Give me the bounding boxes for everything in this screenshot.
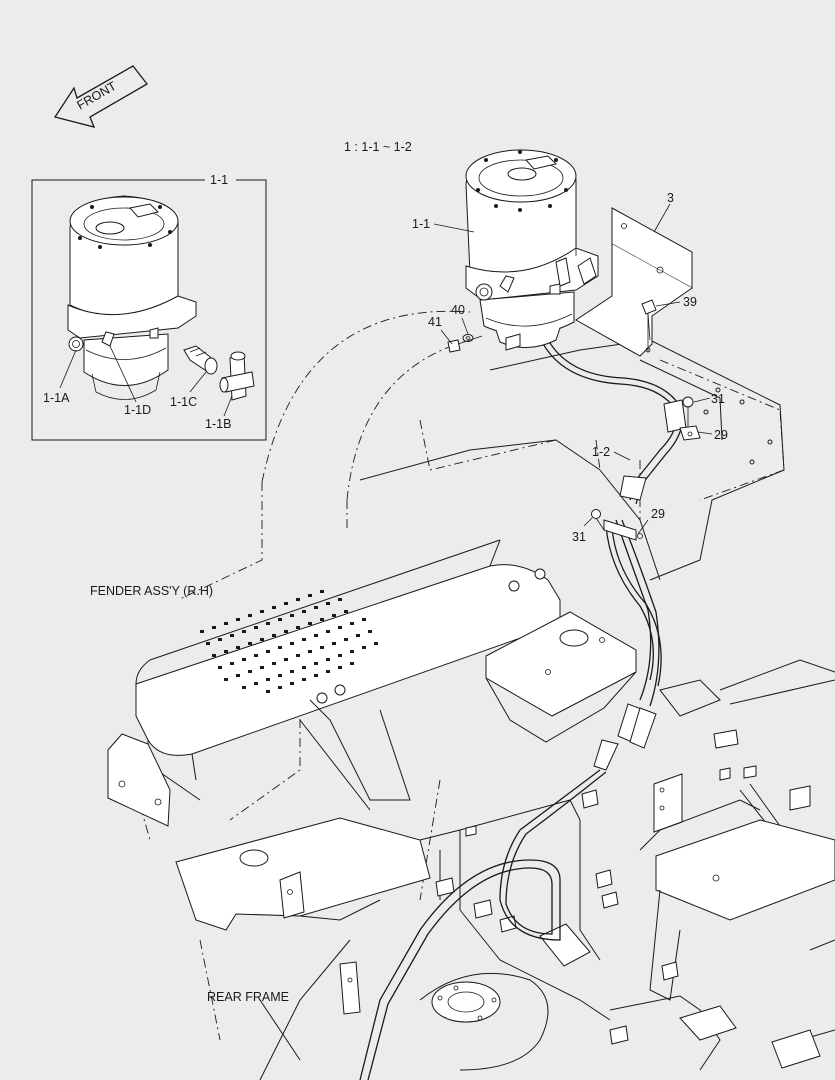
callout-1-1d: 1-1D bbox=[124, 403, 151, 417]
callout-29-upper: 29 bbox=[714, 428, 728, 442]
fender-assy-label: FENDER ASS'Y (R.H) bbox=[90, 584, 213, 598]
callout-1-1b: 1-1B bbox=[205, 417, 231, 431]
bolt-31-lower-icon bbox=[591, 509, 605, 531]
callout-3: 3 bbox=[667, 191, 674, 205]
fender-perforation-grid bbox=[200, 590, 378, 693]
callout-31-upper: 31 bbox=[711, 392, 725, 406]
front-label: FRONT bbox=[75, 79, 120, 113]
bolt-31-upper-icon bbox=[682, 396, 694, 428]
clamp-29-upper-icon bbox=[679, 425, 701, 441]
callout-31-lower: 31 bbox=[572, 530, 586, 544]
callout-41: 41 bbox=[428, 315, 442, 329]
front-arrow-icon: FRONT bbox=[53, 65, 148, 128]
detail-pump-icon bbox=[67, 195, 197, 400]
fitting-1-1c-icon bbox=[183, 345, 218, 375]
bolt-39-icon bbox=[641, 299, 657, 341]
rear-frame-label: REAR FRAME bbox=[207, 990, 289, 1004]
frame-right-parts bbox=[639, 659, 835, 1069]
callout-1-2: 1-2 bbox=[592, 445, 610, 459]
callout-leaders bbox=[433, 203, 713, 535]
callout-40: 40 bbox=[451, 303, 465, 317]
lube-pump-1-1-icon bbox=[465, 149, 599, 351]
fender-bracket-left bbox=[107, 733, 171, 827]
hose-assembly-1-2 bbox=[359, 335, 687, 1080]
fender-support bbox=[299, 699, 411, 811]
rear-frame bbox=[175, 789, 737, 1080]
mount-block bbox=[485, 611, 637, 743]
callout-1-1c: 1-1C bbox=[170, 395, 197, 409]
fitting-1-1b-icon bbox=[219, 351, 255, 401]
frame-deck bbox=[359, 339, 785, 581]
callout-1-1: 1-1 bbox=[412, 217, 430, 231]
bracket-3 bbox=[575, 207, 693, 357]
callout-39: 39 bbox=[683, 295, 697, 309]
callout-29-lower: 29 bbox=[651, 507, 665, 521]
callout-1-1a: 1-1A bbox=[43, 391, 70, 405]
group-note: 1 : 1-1 ~ 1-2 bbox=[344, 140, 412, 154]
detail-box: 1-1 bbox=[31, 173, 267, 441]
clamp-29-lower-icon bbox=[637, 533, 643, 539]
detail-box-title: 1-1 bbox=[210, 173, 228, 187]
